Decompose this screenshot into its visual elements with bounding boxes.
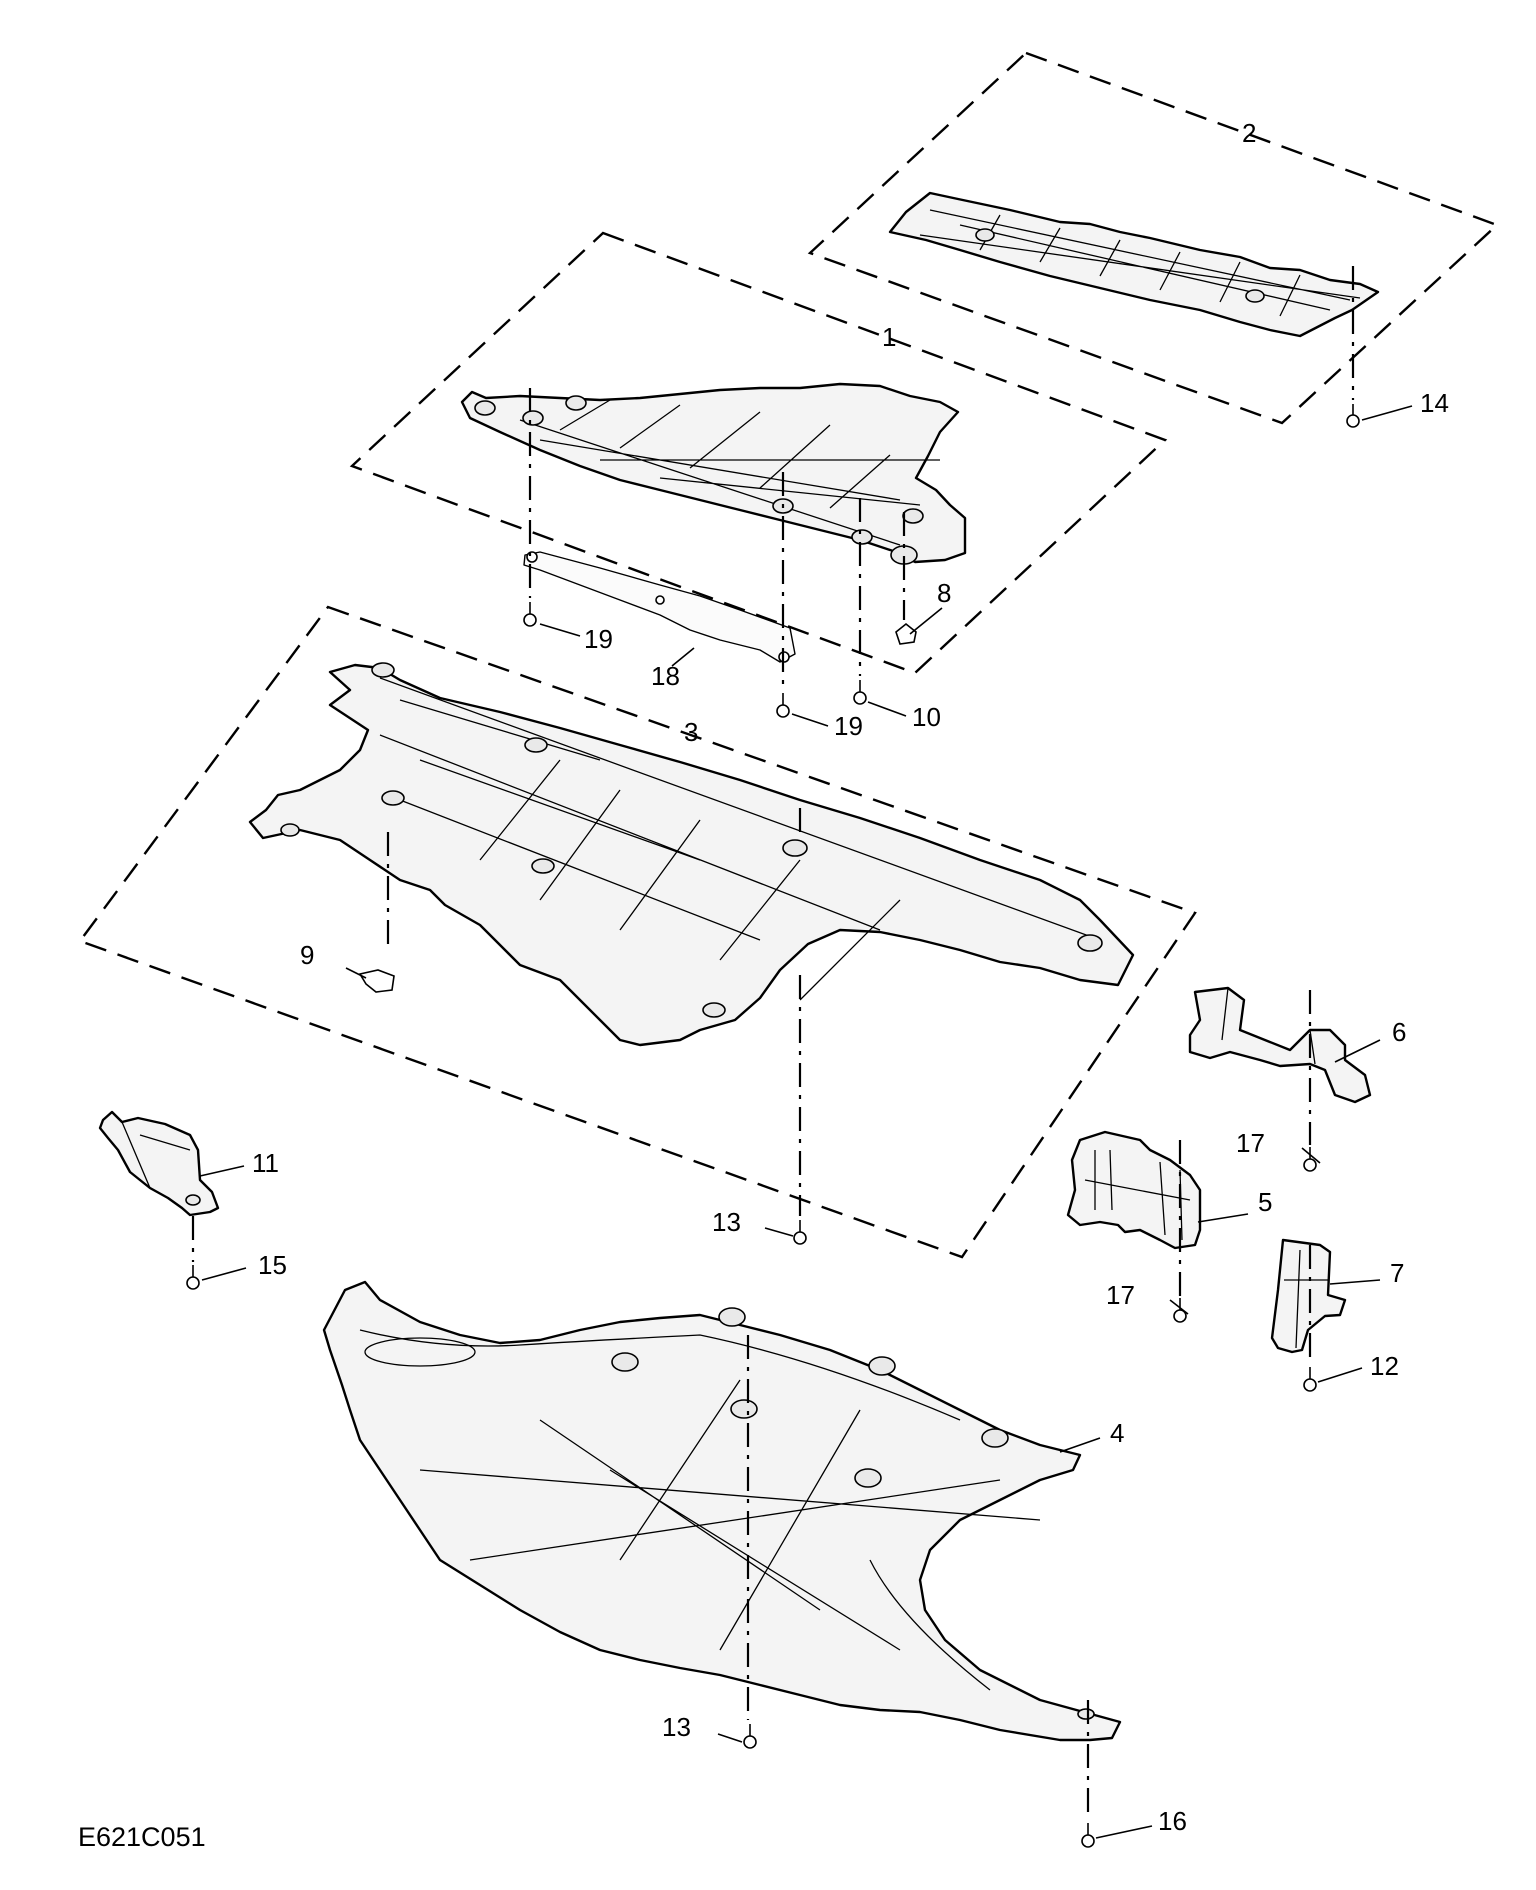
callout-15: 15 [258,1250,287,1280]
bolt-13-upper [793,1220,807,1245]
bolt-15 [186,1265,200,1290]
bolt-12 [1303,1367,1317,1392]
callout-17-upper: 17 [1236,1128,1265,1158]
callout-9: 9 [300,940,314,970]
bolt-16 [1081,1823,1095,1848]
callout-12: 12 [1370,1351,1399,1381]
bolt-19-a [523,602,537,627]
callout-1: 1 [882,322,896,352]
callout-11: 11 [252,1148,279,1178]
callout-13-lower: 13 [662,1712,691,1742]
group-box-2 [807,51,1500,425]
callout-10: 10 [912,702,941,732]
part-11-bracket [98,1110,220,1217]
callout-14: 14 [1420,388,1449,418]
part-7-bracket [1270,1238,1347,1354]
bolt-17-b [1173,1298,1187,1323]
callout-leaders [199,405,1413,1839]
part-2-upper-shield [888,191,1380,338]
callout-17-lower: 17 [1106,1280,1135,1310]
fasteners [186,404,1360,1848]
callout-2: 2 [1242,118,1256,148]
nut-8 [895,622,917,645]
part-4-lower-undertray [322,1280,1122,1742]
part-6-bracket [1188,986,1372,1104]
callout-19-a: 19 [584,624,613,654]
group-box-3 [78,605,1197,1259]
callout-18: 18 [651,661,680,691]
callout-6: 6 [1392,1017,1406,1047]
figure-code: E621C051 [78,1822,206,1852]
callout-3: 3 [684,717,698,747]
bolt-10 [853,680,867,705]
callout-5: 5 [1258,1187,1272,1217]
assembly-centerlines [191,266,1355,1820]
bolt-19-b [776,693,790,718]
part-3-main-undertray [248,662,1135,1047]
part-1-middle-shield [460,382,967,565]
callout-labels: 1 2 3 4 5 6 7 8 9 10 11 12 13 13 14 15 1… [252,118,1449,1836]
callout-13-upper: 13 [712,1207,741,1237]
part-5-bracket [1066,1130,1202,1250]
callout-16: 16 [1158,1806,1187,1836]
callout-4: 4 [1110,1418,1124,1448]
callout-8: 8 [937,578,951,608]
clip-9 [358,969,395,993]
bolt-14 [1346,404,1360,428]
bolt-13-lower [743,1724,757,1749]
part-18-bracket-strip [523,551,796,663]
callout-7: 7 [1390,1258,1404,1288]
callout-19-b: 19 [834,711,863,741]
